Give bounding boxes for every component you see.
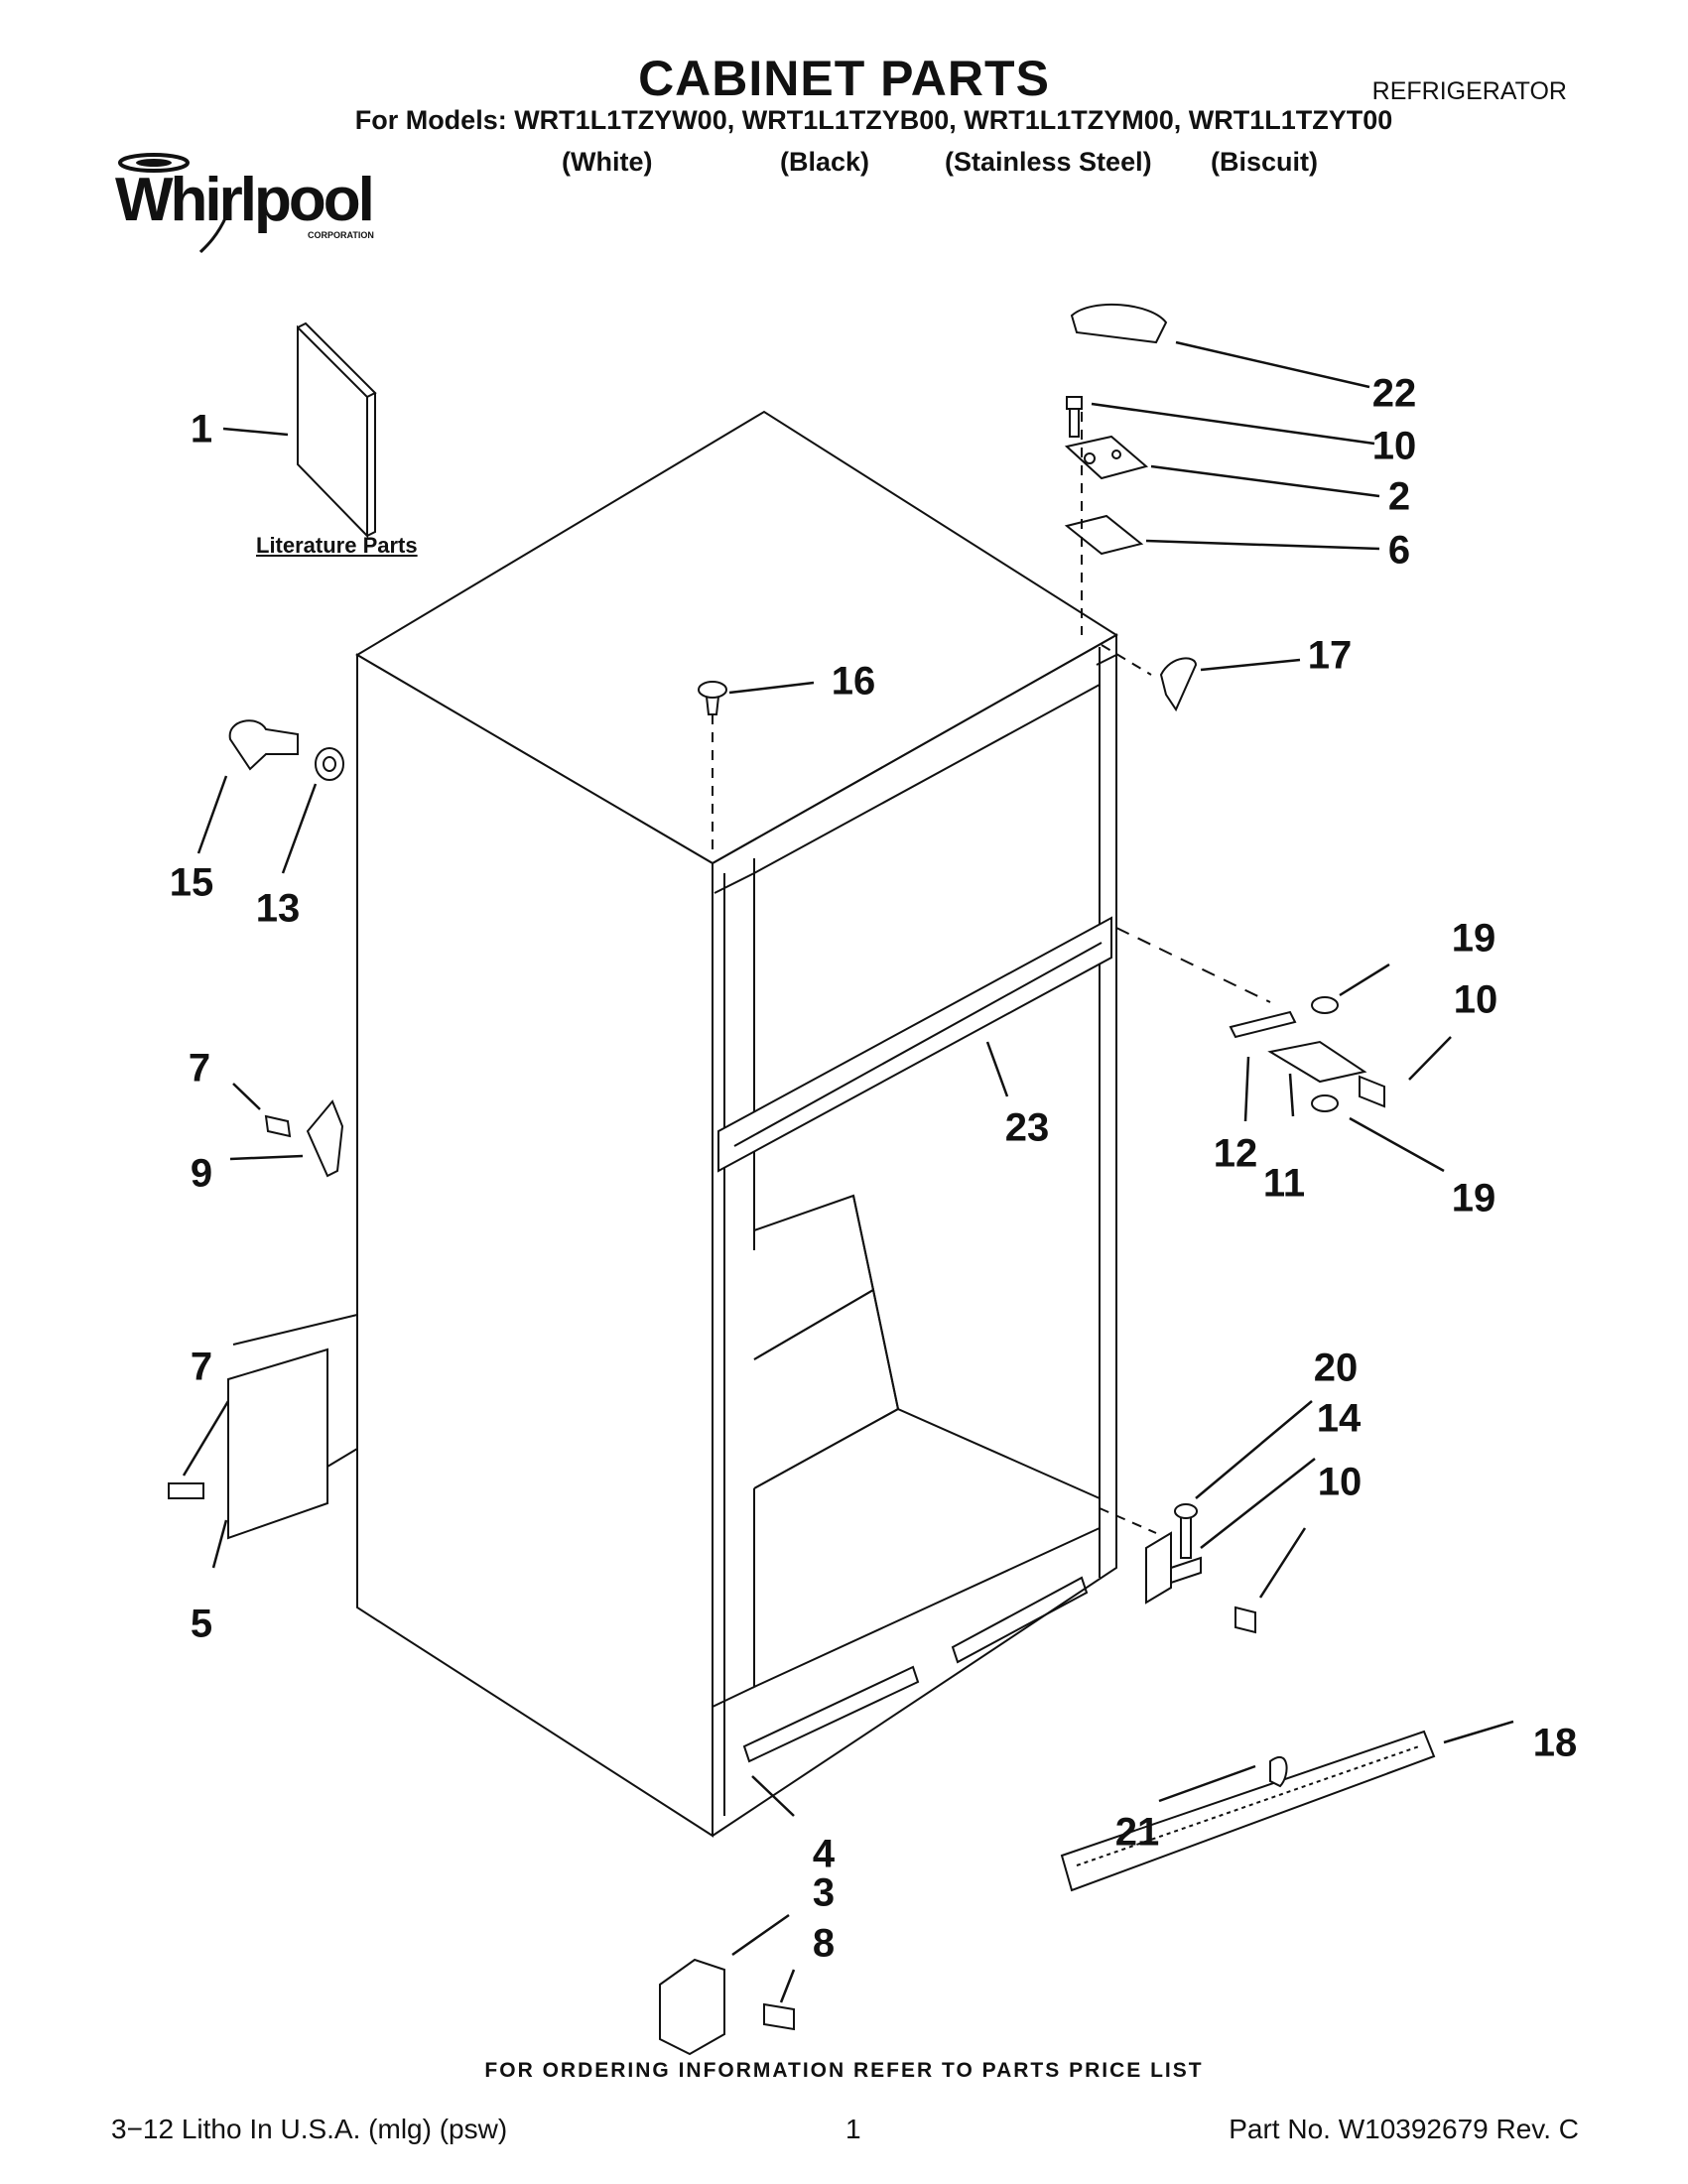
variant-white: (White) <box>562 147 653 177</box>
callout-2: 2 <box>1387 474 1411 519</box>
callout-10-mid: 10 <box>1453 977 1498 1022</box>
callout-19-top: 19 <box>1451 916 1496 961</box>
variant-stainless: (Stainless Steel) <box>945 147 1152 177</box>
svg-text:CORPORATION: CORPORATION <box>308 230 374 240</box>
models-line: For Models: WRT1L1TZYW00, WRT1L1TZYB00, … <box>354 105 1393 135</box>
callout-15: 15 <box>169 860 214 905</box>
document-type: REFRIGERATOR <box>1371 77 1567 105</box>
callout-22: 22 <box>1371 371 1417 416</box>
litho-info: 3−12 Litho In U.S.A. (mlg) (psw) <box>111 2114 508 2144</box>
part-number: Part No. W10392679 Rev. C <box>1229 2114 1579 2144</box>
callout-7-top: 7 <box>188 1046 211 1091</box>
variant-black: (Black) <box>780 147 870 177</box>
callout-6: 6 <box>1387 528 1411 573</box>
page-number: 1 <box>845 2114 861 2144</box>
callout-20: 20 <box>1313 1346 1359 1390</box>
callout-10-bottom: 10 <box>1317 1460 1363 1504</box>
cabinet-front-frame <box>712 633 1117 1837</box>
callout-3: 3 <box>812 1870 836 1915</box>
callout-1: 1 <box>190 407 213 451</box>
svg-text:Whirlpool: Whirlpool <box>115 166 372 234</box>
callout-17: 17 <box>1307 633 1353 678</box>
callout-7-bottom: 7 <box>190 1345 213 1389</box>
callout-13: 13 <box>255 886 301 931</box>
literature-booklet <box>297 324 368 539</box>
callout-21: 21 <box>1114 1810 1160 1855</box>
callout-16: 16 <box>831 659 876 704</box>
callout-10-top: 10 <box>1371 424 1417 468</box>
callout-14: 14 <box>1316 1396 1362 1441</box>
callout-23: 23 <box>1004 1105 1050 1150</box>
ordering-note: FOR ORDERING INFORMATION REFER TO PARTS … <box>484 2059 1204 2082</box>
callout-12: 12 <box>1213 1131 1258 1176</box>
callout-19-bottom: 19 <box>1451 1176 1496 1220</box>
divider-rail <box>717 916 1112 1173</box>
callout-4: 4 <box>812 1832 836 1876</box>
page-title: CABINET PARTS <box>638 51 1050 106</box>
whirlpool-logo: Whirlpool CORPORATION <box>115 153 375 254</box>
callout-11: 11 <box>1262 1161 1306 1206</box>
callout-5: 5 <box>190 1602 213 1646</box>
literature-parts-label: Literature Parts <box>256 533 418 558</box>
callout-9: 9 <box>190 1151 213 1196</box>
cabinet-side <box>356 653 714 1838</box>
variant-biscuit: (Biscuit) <box>1211 147 1318 177</box>
callout-8: 8 <box>812 1921 836 1966</box>
callout-18: 18 <box>1532 1721 1578 1765</box>
